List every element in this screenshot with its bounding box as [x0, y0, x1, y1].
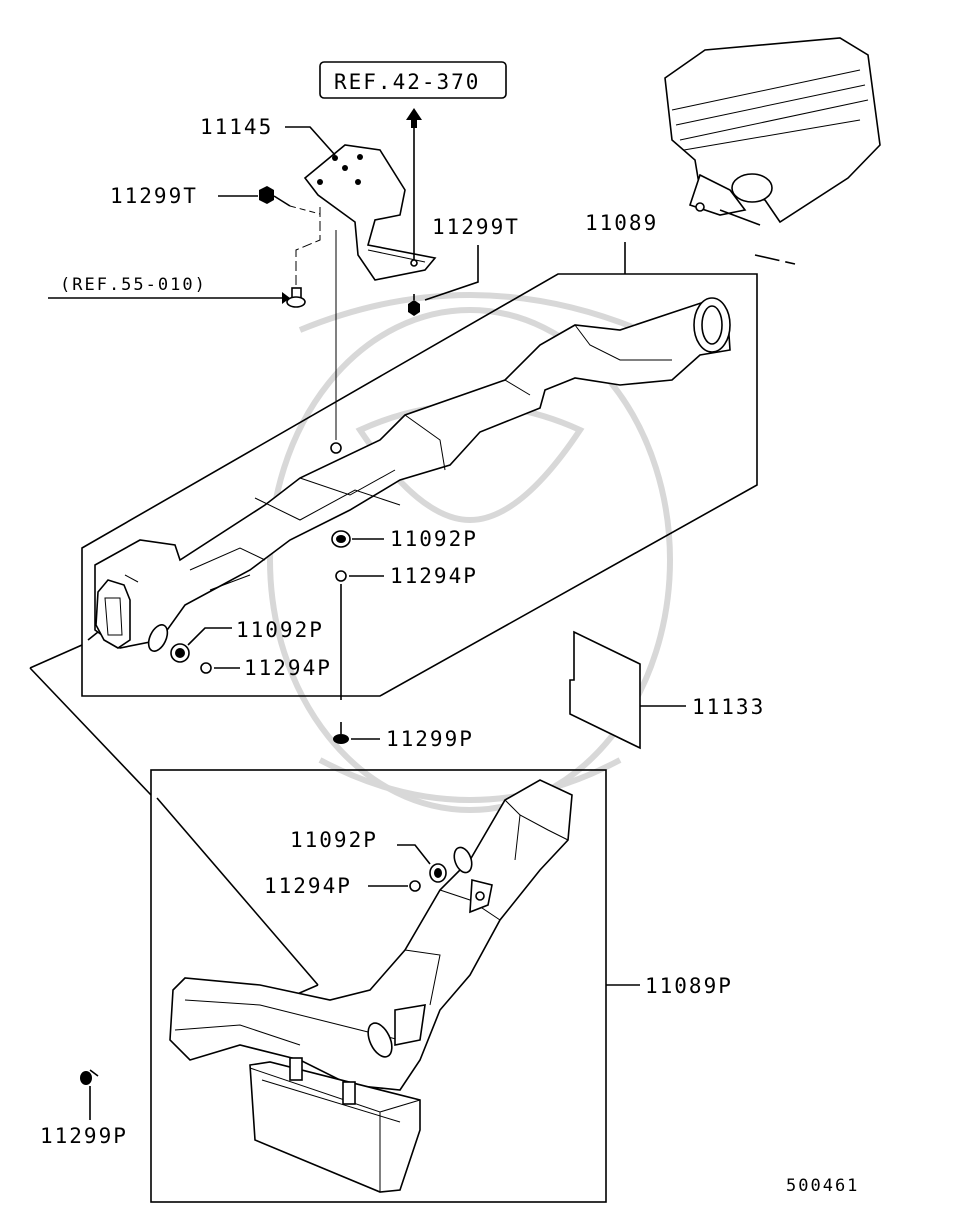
- label-11294p-upper: 11294P: [390, 564, 478, 588]
- arrow-up-icon: [406, 108, 422, 128]
- bolt-icon: [259, 186, 291, 207]
- clamp-ring-icon: [453, 846, 473, 874]
- connector-line: [29, 644, 83, 669]
- leader-line: [87, 631, 99, 641]
- bracket-icon: [303, 144, 437, 281]
- collar-icon: [335, 570, 347, 582]
- label-11092p-lower: 11092P: [236, 618, 324, 642]
- label-11089p: 11089P: [645, 974, 733, 998]
- label-11133: 11133: [692, 695, 765, 719]
- resonator-inset-box: [150, 769, 607, 1203]
- clamp-ring-icon: [147, 624, 169, 652]
- connector-line: [156, 797, 319, 986]
- label-11299t-right: 11299T: [432, 215, 520, 239]
- leader-line: [719, 209, 761, 226]
- leader-line: [397, 844, 431, 865]
- ref-top-box: [319, 61, 507, 99]
- bolt-icon: [80, 1069, 99, 1085]
- leader-line: [285, 126, 336, 156]
- label-11299p-bottom: 11299P: [40, 1124, 128, 1148]
- collar-icon: [409, 880, 421, 892]
- label-11092p-inset: 11092P: [290, 828, 378, 852]
- duct-assembly-outline: [81, 273, 758, 697]
- ref-top-label: REF.42-370: [334, 70, 480, 94]
- clip-icon: [286, 287, 306, 308]
- label-11092p-upper: 11092P: [390, 527, 478, 551]
- resonator-duct-icon: [169, 779, 573, 1091]
- label-11294p-lower: 11294P: [244, 656, 332, 680]
- arrow-right-icon: [282, 292, 290, 304]
- leader-line: [424, 245, 479, 301]
- watermark: [267, 292, 673, 813]
- label-11299p-center: 11299P: [386, 727, 474, 751]
- insulator-pad-icon: [569, 630, 641, 750]
- bolt-icon: [408, 294, 420, 316]
- label-11299t-left: 11299T: [110, 184, 198, 208]
- label-11294p-inset: 11294P: [264, 874, 352, 898]
- label-11145: 11145: [200, 115, 273, 139]
- collar-icon: [200, 662, 212, 674]
- grommet-icon: [170, 643, 190, 663]
- air-cleaner-icon: [664, 37, 881, 224]
- ref-side-label: (REF.55-010): [60, 275, 207, 295]
- drawing-number: 500461: [786, 1176, 859, 1196]
- label-11089: 11089: [585, 211, 658, 235]
- grommet-icon: [331, 530, 351, 548]
- bolt-icon: [333, 722, 349, 744]
- grommet-icon: [429, 863, 447, 883]
- leader-line: [754, 254, 796, 265]
- connector-line: [29, 667, 152, 796]
- intake-duct-icon: [94, 297, 731, 649]
- resonator-box-icon: [249, 1057, 421, 1193]
- leader-line: [187, 627, 232, 646]
